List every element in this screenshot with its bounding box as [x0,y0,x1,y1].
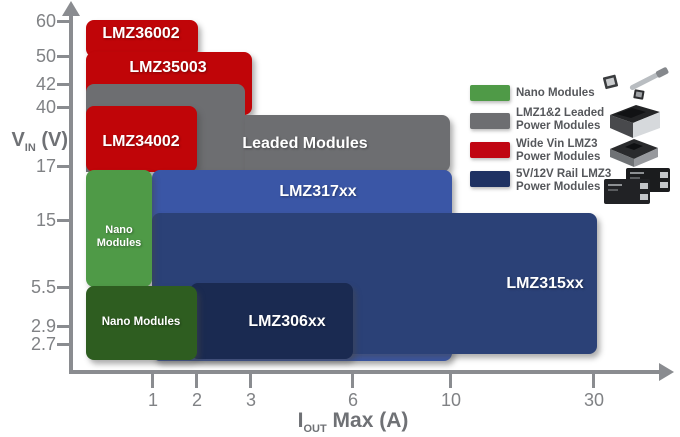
y-tick-label: 2.7 [30,334,56,354]
y-tick [57,219,70,222]
rail-modules-photo [604,168,670,204]
region-lmz34002 [86,106,197,172]
y-tick-label: 17 [35,156,56,176]
y-tick [57,83,70,86]
x-tick-label: 30 [583,390,605,410]
y-tick [57,343,70,346]
region-label: Leaded Modules [242,135,368,152]
wide-vin-module-photo [610,139,658,167]
y-tick [57,106,70,109]
legend-swatch-nano [470,85,510,101]
region-lmz36002 [86,20,198,57]
region-nano-modules-5v [86,286,197,360]
y-tick [57,55,70,58]
x-tick [249,371,252,388]
y-axis-title: VIN (V) [11,129,68,154]
y-tick-label: 50 [35,46,56,66]
region-label: LMZ35003 [129,59,207,76]
y-tick-label: 42 [35,74,56,94]
region-nano-modules-17v [86,170,152,287]
nano-modules-photo [602,67,669,100]
x-tick-label: 2 [191,390,202,410]
x-tick-label: 1 [147,390,158,410]
y-tick [57,286,70,289]
y-axis-arrow-icon [62,1,80,16]
y-tick-label: 5.5 [30,277,56,297]
x-tick [351,371,354,388]
region-leaded-modules [245,115,450,172]
x-tick [449,371,452,388]
y-tick [57,20,70,23]
x-tick [151,371,154,388]
legend-swatch-leaded [470,113,510,129]
x-axis-arrow-icon [659,363,674,381]
y-tick-label: 15 [35,210,56,230]
y-tick [57,325,70,328]
x-tick-label: 10 [440,390,462,410]
region-label: LMZ315xx [506,275,584,292]
y-tick [57,165,70,168]
legend-label-nano: Nano Modules [516,87,595,99]
y-tick-label: 60 [35,11,56,31]
region-label: LMZ34002 [102,133,180,150]
y-axis-line [69,14,73,374]
region-lmz306xx [190,283,353,359]
x-axis-line [69,370,661,374]
x-tick-label: 3 [245,390,256,410]
legend-swatch-widevin [470,142,510,158]
y-tick-label: 2.9 [30,316,56,336]
x-axis-title: IOUT Max (A) [297,409,409,436]
x-tick-label: 6 [347,390,358,410]
region-label: LMZ306xx [248,313,326,330]
x-tick [195,371,198,388]
region-label: Nano Modules [96,224,142,249]
legend-swatch-rail [470,171,510,187]
x-tick [592,371,595,388]
leaded-module-photo [610,105,660,138]
region-label: LMZ36002 [102,25,180,42]
y-tick-label: 40 [35,97,56,117]
region-label: LMZ317xx [279,183,357,200]
region-label: Nano Modules [101,316,181,328]
